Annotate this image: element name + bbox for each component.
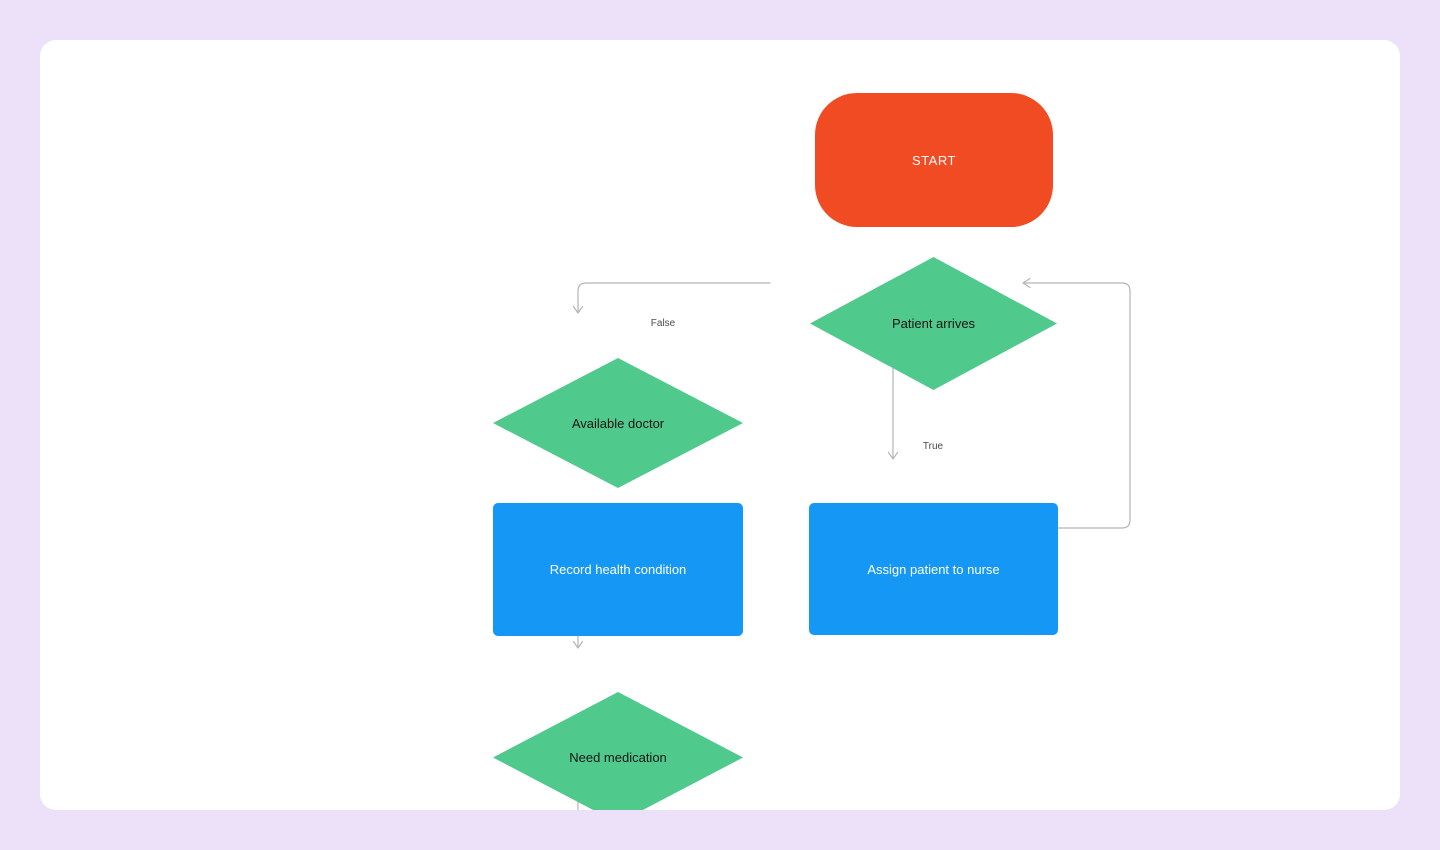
node-assign-patient-to-nurse[interactable]: Assign patient to nurse [809, 503, 1058, 635]
node-assign-patient-to-nurse-label: Assign patient to nurse [867, 561, 1000, 577]
node-start[interactable]: START [815, 93, 1053, 227]
flowchart-canvas: START Patient arrives Available doctor R… [40, 40, 1400, 810]
node-patient-arrives-label: Patient arrives [891, 316, 976, 331]
connector-false-branch [572, 282, 771, 314]
edge-label-false: False [644, 316, 682, 332]
node-need-medication-label: Need medication [569, 750, 667, 765]
node-available-doctor[interactable]: Available doctor [493, 358, 743, 488]
node-patient-arrives[interactable]: Patient arrives [810, 257, 1057, 390]
node-start-label: START [912, 152, 956, 168]
node-record-health-condition[interactable]: Record health condition [493, 503, 743, 636]
node-available-doctor-label: Available doctor [571, 415, 665, 431]
node-record-health-condition-label: Record health condition [549, 562, 687, 577]
edge-label-true: True [916, 439, 950, 455]
node-need-medication[interactable]: Need medication [493, 692, 743, 810]
